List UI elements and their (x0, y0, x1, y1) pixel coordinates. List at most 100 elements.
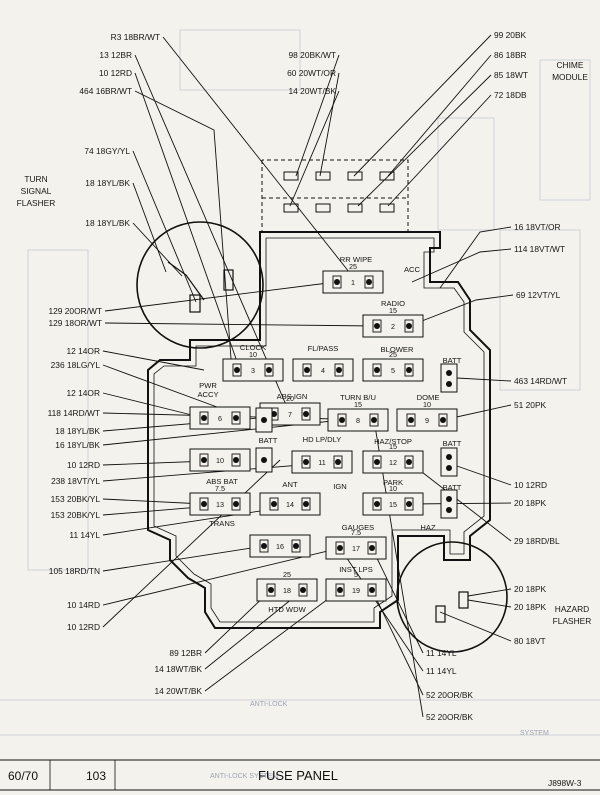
fuse-number: 11 (318, 458, 325, 467)
hazard-flasher-label: HAZARD FLASHER (553, 604, 592, 626)
fuse-label-ant: ANT (282, 480, 298, 489)
fuse-panel-inner-outline (153, 237, 485, 623)
fuse-amperage: 10 (389, 484, 397, 493)
fuse-label-inst-lps: INST LPS (339, 565, 373, 574)
leader-w20a (408, 502, 512, 505)
fuse-amperage: 25 (389, 350, 397, 359)
fuse-number: 17 (352, 544, 360, 553)
chime-label-line1: CHIME (557, 60, 584, 70)
wire-label-w14b: 14 18WT/BK (155, 664, 203, 674)
leader-w16a (439, 226, 512, 289)
wire-label-w18a: 18 18YL/BK (85, 178, 130, 188)
batt-connector-3 (440, 489, 458, 519)
leader-w98 (295, 54, 340, 177)
wire-label-w10d: 10 12RD (67, 622, 100, 632)
wire-label-w105: 105 18RD/TN (49, 566, 100, 576)
wire-label-w11c: 11 14YL (426, 666, 457, 676)
leader-w129a (104, 281, 337, 312)
leader-w10a (134, 72, 241, 371)
wire-label-w18c: 18 18YL/BK (55, 426, 100, 436)
fuse-label-pwr-accy-2: ACCY (197, 390, 218, 399)
fuse-number: 7 (288, 410, 292, 419)
fuse-number: 2 (391, 322, 395, 331)
fuse-number: 4 (321, 366, 325, 375)
fuse-label-trans: TRANS (209, 519, 235, 528)
wire-label-w16b: 16 18YL/BK (55, 440, 100, 450)
leader-w11b (371, 547, 424, 654)
leader-w463 (456, 377, 512, 382)
leader-w129b (104, 322, 378, 327)
fuse-amperage: 7.5 (215, 484, 225, 493)
fuse-number: 12 (389, 458, 397, 467)
wire-label-w118: 118 14RD/WT (48, 408, 100, 418)
wire-label-w10e: 10 12RD (514, 480, 547, 490)
fuse-label-haz-stop: HAZ/STOP (374, 437, 412, 446)
wire-label-w20b: 20 18PK (514, 584, 547, 594)
wire-label-w10b: 10 12RD (67, 460, 100, 470)
fuse-amperage: 20 (286, 394, 294, 403)
turn-signal-label-line2: SIGNAL (21, 186, 52, 196)
wire-label-w10c: 10 14RD (67, 600, 100, 610)
leader-w10d (102, 459, 281, 628)
footer-title: FUSE PANEL (258, 768, 338, 783)
fuse-label-abs-bat: ABS BAT (206, 477, 238, 486)
fuse-label-haz: HAZ (420, 523, 436, 532)
fuse-label-blower: BLOWER (381, 345, 414, 354)
fuse-label-acc: ACC (404, 265, 421, 274)
fuse-label-gauges: GAUGES (342, 523, 375, 532)
leader-w60 (319, 72, 340, 177)
fuse-label-rr-wipe: RR WIPE (340, 255, 373, 264)
fuse-label-dome: DOME (417, 393, 440, 402)
wire-label-w52b: 52 20OR/BK (426, 712, 473, 722)
leader-w464 (134, 90, 233, 373)
fuse-amperage: 15 (354, 400, 362, 409)
wire-label-w72: 72 18DB (494, 90, 527, 100)
fuse-number: 16 (276, 542, 284, 551)
wire-label-w10a: 10 12RD (99, 68, 132, 78)
wire-label-w74: 74 18GY/YL (84, 146, 130, 156)
wire-label-w238: 238 18VT/YL (51, 476, 100, 486)
leader-w153a (102, 498, 205, 505)
leader-w14b (204, 589, 304, 670)
leader-w20c (467, 599, 512, 608)
turn-signal-label-line1: TURN (24, 174, 47, 184)
wire-label-w153b: 153 20BK/YL (51, 510, 101, 520)
fuse-slot-3: 310 (222, 350, 284, 382)
turn-signal-flasher-label: TURN SIGNAL FLASHER (17, 174, 56, 208)
fuse-label-batt4: BATT (443, 483, 462, 492)
leader-w80 (439, 611, 512, 642)
fuse-number: 8 (356, 416, 360, 425)
fuse-number: 5 (391, 366, 395, 375)
fuse-label-clock: CLOCK (240, 343, 266, 352)
fuse-number: 3 (251, 366, 255, 375)
fuse-amperage: 25 (349, 262, 357, 271)
wire-label-w89: 89 12BR (169, 648, 202, 658)
fuse-label-batt2: BATT (443, 439, 462, 448)
wire-label-w464: 464 16BR/WT (79, 86, 132, 96)
fuse-number: 18 (283, 586, 291, 595)
wire-label-w98: 98 20BK/WT (289, 50, 336, 60)
fuse-number: 6 (218, 414, 222, 423)
fuse-slot-19: 195 (325, 570, 387, 602)
fuse-label-hd-lp-dly: HD LP/DLY (303, 435, 342, 444)
wire-label-w20c: 20 18PK (514, 602, 547, 612)
wire-label-w11a: 11 14YL (69, 530, 100, 540)
leader-w10e (456, 465, 512, 486)
wire-label-w51: 51 20PK (514, 400, 547, 410)
fuse-slot-2: 215 (362, 306, 424, 338)
fuse-slot-9: 910 (396, 400, 458, 432)
leader-w86 (387, 54, 492, 177)
fuse-slot-4: 4 (292, 358, 354, 382)
fuse-slot-13: 137.5 (189, 484, 251, 516)
leader-w114 (411, 248, 512, 283)
leader-w85 (357, 74, 492, 207)
hazard-flasher-unit (396, 541, 508, 653)
leader-w14a (289, 90, 340, 207)
fuse-label-ign: IGN (333, 482, 347, 491)
hazard-label-line1: HAZARD (555, 604, 589, 614)
fuse-label-htd-wdw: HTD WDW (268, 605, 306, 614)
